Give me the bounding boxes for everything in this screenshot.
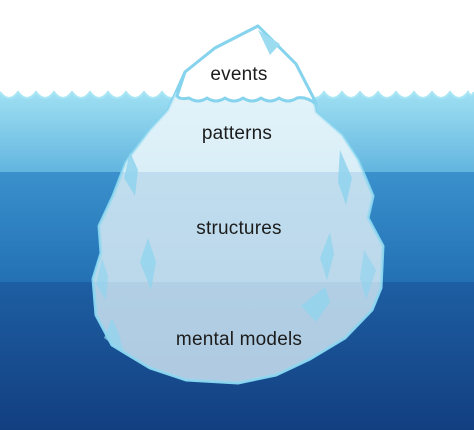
ice-facet-left-mid: [140, 238, 156, 290]
ice-facet-left-lower: [104, 318, 124, 352]
layer-label-patterns: patterns: [201, 123, 273, 144]
ice-facet-right-edge: [360, 250, 376, 300]
layer-label-structures: structures: [196, 218, 282, 239]
ice-facet-left-edge: [96, 258, 108, 300]
iceberg-tip: [175, 24, 318, 106]
ice-facet-right-lower: [301, 287, 330, 322]
layer-label-mental-models: mental models: [175, 329, 303, 350]
ice-facet-left-upper: [124, 152, 138, 196]
ice-facet-right-upper: [338, 150, 352, 205]
layer-label-events: events: [210, 64, 268, 85]
ice-facet-right-mid: [320, 232, 334, 280]
ice-facet-tip: [258, 30, 280, 55]
